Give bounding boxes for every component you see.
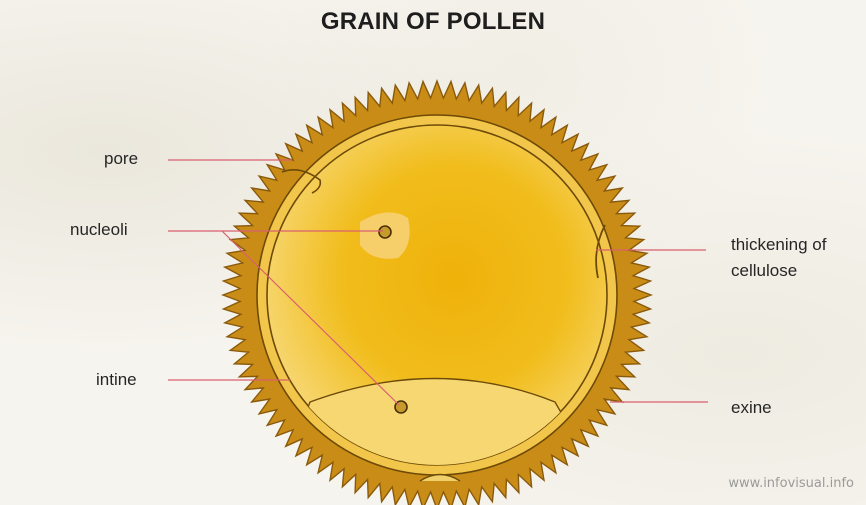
nucleolus-upper <box>379 226 391 238</box>
label-intine: intine <box>96 369 137 391</box>
label-cellulose: cellulose <box>731 260 797 282</box>
label-exine: exine <box>731 397 772 419</box>
watermark-url: www.infovisual.info <box>728 476 854 491</box>
label-pore: pore <box>104 148 138 170</box>
label-nucleoli: nucleoli <box>70 219 128 241</box>
label-thickening-of: thickening of <box>731 234 826 256</box>
